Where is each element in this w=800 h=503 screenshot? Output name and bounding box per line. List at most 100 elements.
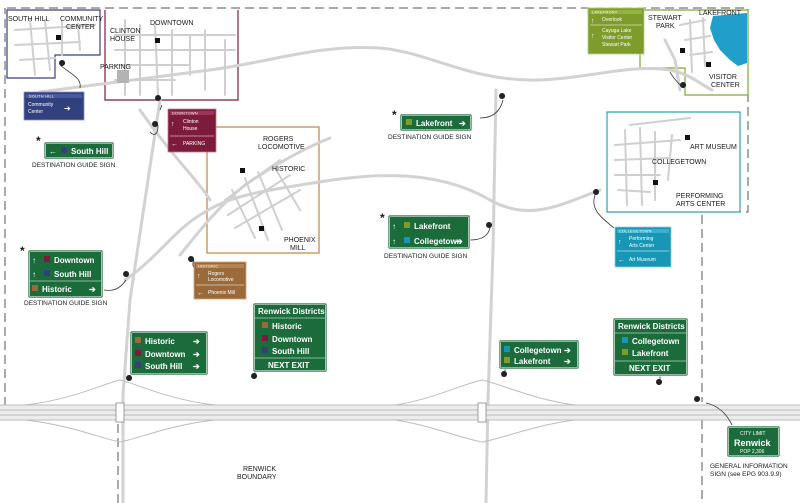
label-clinton-house-1: CLINTON: [110, 28, 141, 35]
sign-lakefront-guide: * Lakefront ➔: [392, 108, 473, 132]
poi-phoenix-mill: [259, 226, 264, 231]
sign-historic-downtown-southhill: Historic ➔ Downtown ➔ South Hill ➔: [129, 330, 209, 376]
sign-marker: [59, 60, 66, 66]
sign-south-hill-trailblazer: SOUTH HILL Community Center ➔: [23, 91, 85, 121]
svg-text:Phoenix Mill: Phoenix Mill: [208, 290, 235, 296]
svg-text:Arts Center: Arts Center: [629, 243, 655, 249]
sign-marker: [680, 82, 687, 88]
label-parking: PARKING: [100, 64, 131, 71]
svg-text:House: House: [183, 126, 198, 132]
sign-collegetown-lakefront: Collegetown ➔ Lakefront ➔: [498, 339, 580, 370]
caption-dgs-2: DESTINATION GUIDE SIGN: [388, 134, 472, 141]
svg-text:Locomotive: Locomotive: [208, 277, 234, 283]
label-community-center-2: CENTER: [66, 24, 95, 31]
svg-text:Stewart Park: Stewart Park: [602, 42, 631, 48]
sign-marker: [152, 121, 159, 127]
svg-text:South Hill: South Hill: [54, 270, 91, 279]
up-arrow-icon: ↑: [32, 270, 36, 279]
label-phoenix-mill-2: MILL: [290, 245, 306, 252]
svg-text:Lakefront: Lakefront: [416, 119, 453, 128]
sign-marker: [123, 271, 130, 277]
sign-lakefront-trailblazer: LAKEFRONT ↑ Overlook ↑ Cayuga Lake Visit…: [587, 7, 645, 55]
svg-text:*: *: [20, 244, 25, 258]
sign-south-hill-guide: * ← South Hill: [36, 134, 115, 160]
label-downtown: DOWNTOWN: [150, 20, 193, 27]
svg-text:Collegetown: Collegetown: [414, 237, 462, 246]
historic-district-outline: [206, 126, 320, 254]
svg-text:Overlook: Overlook: [602, 17, 623, 23]
up-arrow-icon: ↑: [591, 18, 595, 25]
sign-marker: [694, 396, 701, 402]
cayuga-lake-water: [710, 13, 747, 66]
caption-general-info-1: GENERAL INFORMATION: [710, 463, 788, 470]
svg-text:Performing: Performing: [629, 236, 654, 242]
svg-text:Rogers: Rogers: [208, 271, 225, 277]
svg-text:Collegetown: Collegetown: [632, 337, 680, 346]
sign-marker: [188, 256, 195, 262]
svg-text:Art Museum: Art Museum: [629, 257, 656, 263]
svg-text:*: *: [380, 211, 385, 225]
svg-text:Collegetown: Collegetown: [514, 346, 562, 355]
sign-marker: [501, 371, 508, 377]
sign-city-limit: CITY LIMIT Renwick POP 2,306: [726, 425, 781, 458]
svg-text:Cayuga Lake: Cayuga Lake: [602, 28, 632, 34]
svg-text:Visitor Center: Visitor Center: [602, 35, 633, 41]
svg-text:Renwick Districts: Renwick Districts: [618, 322, 685, 331]
svg-text:Historic: Historic: [42, 285, 72, 294]
up-arrow-icon: ↑: [392, 222, 396, 231]
left-arrow-icon: ←: [197, 290, 204, 297]
collegetown-district-outline: [606, 111, 741, 213]
svg-text:Historic: Historic: [145, 337, 175, 346]
lakefront-grid: [679, 17, 713, 73]
label-art-museum: ART MUSEUM: [690, 144, 737, 151]
svg-text:Center: Center: [28, 109, 43, 115]
up-arrow-icon: ↑: [32, 256, 36, 265]
vertical-road-east: [484, 88, 498, 503]
sign-historic-trailblazer: HISTORIC ↑ Rogers Locomotive ← Phoenix M…: [193, 261, 247, 300]
svg-text:DOWNTOWN: DOWNTOWN: [172, 112, 198, 116]
label-south-hill: SOUTH HILL: [8, 16, 49, 23]
up-arrow-icon: ↑: [618, 239, 622, 246]
svg-text:Downtown: Downtown: [272, 335, 313, 344]
svg-text:Lakefront: Lakefront: [514, 357, 551, 366]
south-hill-grid: [14, 19, 96, 76]
label-phoenix-mill-1: PHOENIX: [284, 237, 316, 244]
label-performing-arts-2: ARTS CENTER: [676, 201, 725, 208]
up-arrow-icon: ↑: [197, 273, 201, 280]
poi-art-museum: [685, 135, 690, 140]
label-community-center-1: COMMUNITY: [60, 16, 103, 23]
right-arrow-icon: ➔: [459, 119, 466, 128]
sign-renwick-districts-east: Renwick Districts Collegetown Lakefront …: [612, 317, 689, 377]
right-arrow-icon: ➔: [193, 362, 200, 371]
svg-text:South Hill: South Hill: [145, 362, 182, 371]
caption-general-info-2: SIGN (see EPG 903.9.9): [710, 471, 782, 478]
svg-text:*: *: [392, 108, 397, 122]
right-arrow-icon: ➔: [193, 350, 200, 359]
caption-dgs-1: DESTINATION GUIDE SIGN: [32, 162, 116, 169]
svg-text:Renwick Districts: Renwick Districts: [258, 307, 325, 316]
svg-text:PARKING: PARKING: [183, 141, 205, 147]
right-arrow-icon: ➔: [564, 346, 571, 355]
svg-text:Community: Community: [28, 102, 54, 108]
downtown-district-outline: [104, 10, 239, 101]
label-renwick-boundary-1: RENWICK: [243, 466, 276, 473]
right-arrow-icon: ➔: [193, 337, 200, 346]
sign-marker: [251, 373, 258, 379]
label-lakefront: LAKEFRONT: [699, 10, 742, 17]
label-visitor-center-2: CENTER: [711, 82, 740, 89]
svg-text:Clinton: Clinton: [183, 119, 199, 125]
poi-stewart-park: [680, 48, 685, 53]
sign-downtown-southhill-historic-guide: * ↑ Downtown ↑ South Hill Historic ➔: [20, 244, 104, 299]
arterial-middle: [123, 174, 602, 282]
sign-marker: [593, 189, 600, 195]
svg-text:NEXT EXIT: NEXT EXIT: [268, 361, 309, 370]
up-arrow-icon: ↑: [171, 121, 175, 128]
sign-lakefront-collegetown-guide: * ↑ Lakefront ↑ Collegetown ➔: [380, 211, 471, 250]
svg-text:Lakefront: Lakefront: [632, 349, 669, 358]
downtown-grid: [114, 19, 236, 96]
label-rogers-locomotive-2: LOCOMOTIVE: [258, 144, 305, 151]
right-arrow-icon: ➔: [456, 237, 463, 246]
left-arrow-icon: ←: [171, 141, 178, 148]
svg-text:HISTORIC: HISTORIC: [198, 265, 218, 269]
svg-text:CITY LIMIT: CITY LIMIT: [740, 431, 765, 437]
